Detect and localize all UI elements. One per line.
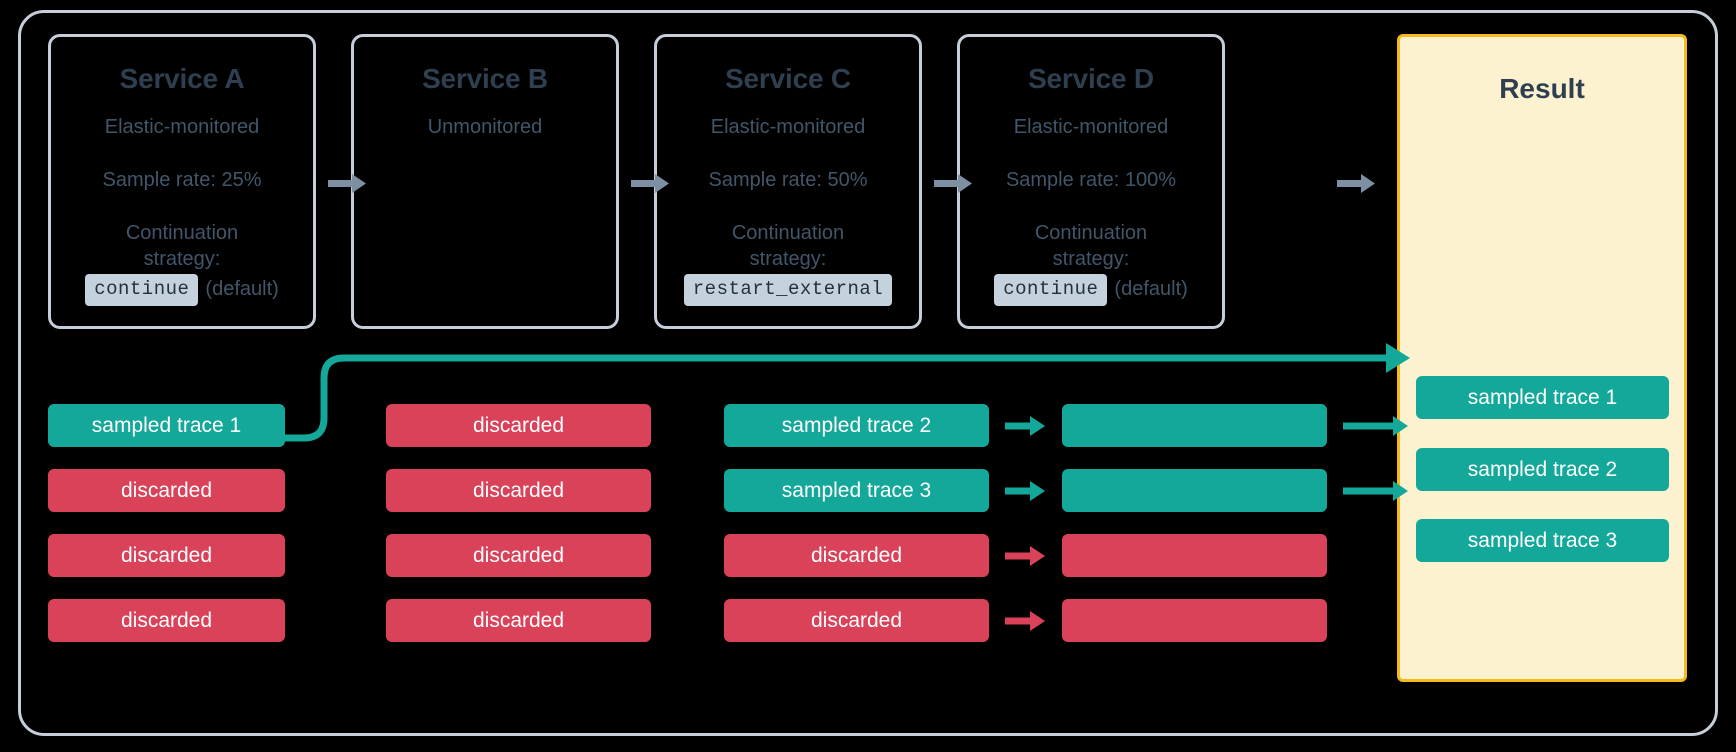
service-a-strategy-line1: Continuation bbox=[125, 222, 239, 244]
service-c-strategy-line2: strategy: bbox=[749, 247, 827, 270]
result-row1: sampled trace 1 bbox=[1416, 376, 1669, 419]
arrow-c3-to-d3-icon bbox=[1005, 546, 1045, 566]
trace-c-row1: sampled trace 2 bbox=[724, 404, 989, 447]
result-title: Result bbox=[1499, 73, 1585, 104]
trace-d-row3 bbox=[1062, 534, 1327, 577]
service-c-sample-rate: Sample rate: 50% bbox=[708, 169, 868, 191]
trace-b-row1: discarded bbox=[386, 404, 651, 447]
result-row2: sampled trace 2 bbox=[1416, 448, 1669, 491]
trace-c-row3: discarded bbox=[724, 534, 989, 577]
result-row3: sampled trace 3 bbox=[1416, 519, 1669, 562]
service-d-strategy: Continuation strategy: continue (default) bbox=[960, 221, 1222, 306]
service-a-strategy-line2: strategy: bbox=[143, 247, 221, 270]
service-c-strategy: Continuation strategy: restart_external bbox=[657, 221, 919, 306]
trace-c-row4: discarded bbox=[724, 599, 989, 642]
service-d-strategy-suffix: (default) bbox=[1114, 278, 1188, 301]
arrow-d2-to-result3-icon bbox=[1343, 481, 1408, 501]
trace-a-row2: discarded bbox=[48, 469, 285, 512]
trace-a-row3: discarded bbox=[48, 534, 285, 577]
service-b-monitoring: Unmonitored bbox=[427, 116, 543, 138]
service-box-d: Service D Elastic-monitored Sample rate:… bbox=[957, 34, 1225, 329]
service-box-c: Service C Elastic-monitored Sample rate:… bbox=[654, 34, 922, 329]
arrow-c-to-d-icon bbox=[934, 174, 972, 193]
service-c-strategy-line1: Continuation bbox=[731, 222, 845, 244]
service-d-strategy-line2: strategy: bbox=[1052, 247, 1130, 270]
arrow-c4-to-d4-icon bbox=[1005, 611, 1045, 631]
service-d-strategy-line1: Continuation bbox=[1034, 222, 1148, 244]
service-c-title: Service C bbox=[725, 63, 851, 94]
arrow-a-to-b-icon bbox=[328, 174, 366, 193]
service-d-monitoring: Elastic-monitored bbox=[1013, 116, 1169, 138]
service-c-strategy-code: restart_external bbox=[683, 274, 893, 306]
service-d-strategy-code: continue bbox=[994, 274, 1108, 306]
result-panel: Result bbox=[1397, 34, 1687, 682]
arrow-c2-to-d2-icon bbox=[1005, 481, 1045, 501]
service-box-a: Service A Elastic-monitored Sample rate:… bbox=[48, 34, 316, 329]
service-c-code-row: restart_external bbox=[657, 274, 919, 306]
service-a-strategy-suffix: (default) bbox=[205, 278, 279, 301]
arrow-c1-to-d1-icon bbox=[1005, 416, 1045, 436]
service-a-monitoring: Elastic-monitored bbox=[104, 116, 260, 138]
trace-b-row2: discarded bbox=[386, 469, 651, 512]
trace-d-row1 bbox=[1062, 404, 1327, 447]
service-d-code-row: continue (default) bbox=[960, 274, 1222, 306]
service-d-sample-rate: Sample rate: 100% bbox=[1005, 169, 1177, 191]
arrow-b-to-c-icon bbox=[631, 174, 669, 193]
arrow-d-to-result-icon bbox=[1337, 174, 1375, 193]
service-a-code-row: continue (default) bbox=[51, 274, 313, 306]
service-a-sample-rate: Sample rate: 25% bbox=[102, 169, 262, 191]
trace-a-row1: sampled trace 1 bbox=[48, 404, 285, 447]
trace-d-row2 bbox=[1062, 469, 1327, 512]
service-box-b: Service B Unmonitored bbox=[351, 34, 619, 329]
service-a-strategy-code: continue bbox=[85, 274, 199, 306]
arrow-d1-to-result2-icon bbox=[1343, 416, 1408, 436]
trace-b-row3: discarded bbox=[386, 534, 651, 577]
trace-c-row2: sampled trace 3 bbox=[724, 469, 989, 512]
service-b-title: Service B bbox=[422, 63, 548, 94]
trace-b-row4: discarded bbox=[386, 599, 651, 642]
trace-d-row4 bbox=[1062, 599, 1327, 642]
trace-a-row4: discarded bbox=[48, 599, 285, 642]
service-d-title: Service D bbox=[1028, 63, 1154, 94]
service-a-title: Service A bbox=[119, 63, 245, 94]
service-c-monitoring: Elastic-monitored bbox=[710, 116, 866, 138]
service-a-strategy: Continuation strategy: continue (default) bbox=[51, 221, 313, 306]
